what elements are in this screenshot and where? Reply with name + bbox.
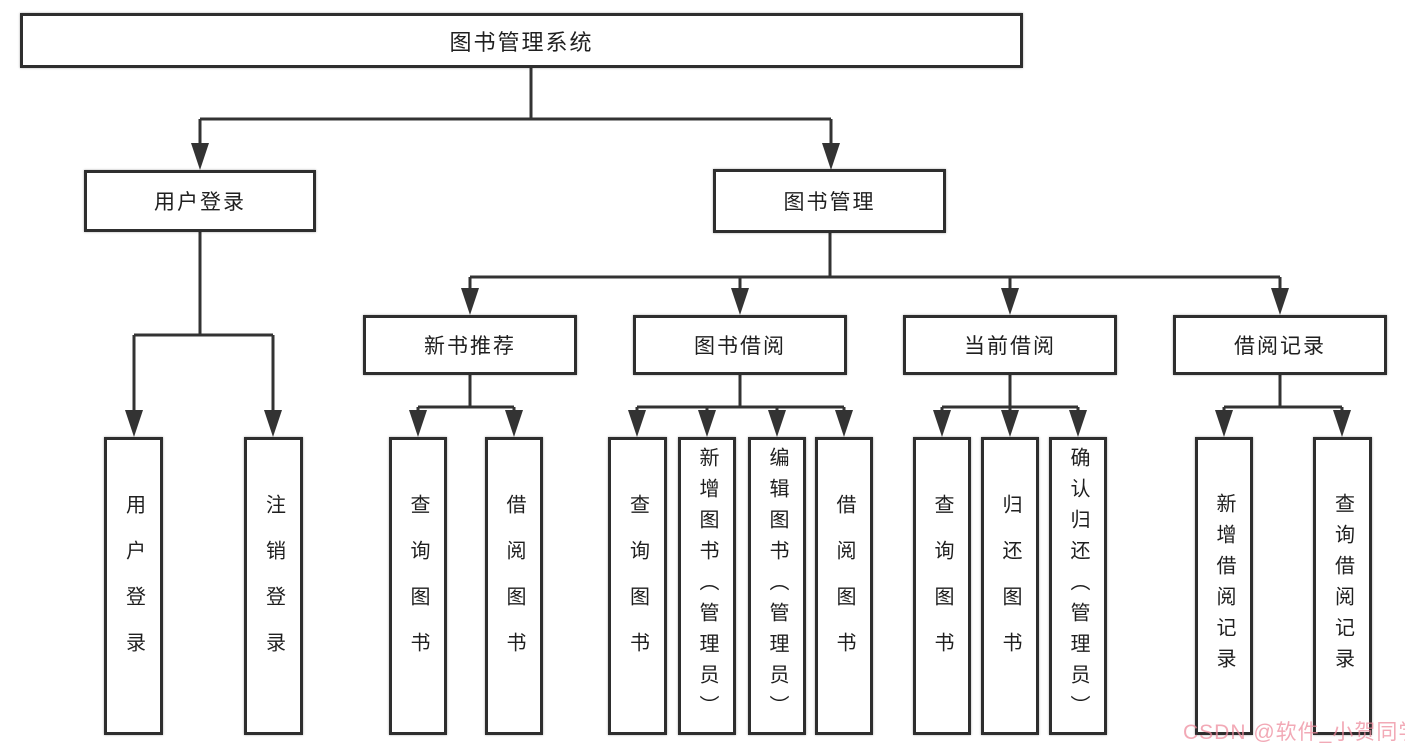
node-label: 图书借阅 bbox=[694, 335, 786, 358]
leaf-logout: 注销登录 bbox=[244, 437, 303, 735]
leaf-user-login: 用户登录 bbox=[104, 437, 163, 735]
leaf-add-book-admin: 新增图书（管理员） bbox=[678, 437, 736, 735]
leaf-borrow-books-recommend: 借阅图书 bbox=[485, 437, 543, 735]
leaf-label: 用户登录 bbox=[122, 494, 145, 678]
leaf-edit-book-admin: 编辑图书（管理员） bbox=[748, 437, 806, 735]
leaf-label: 编辑图书（管理员） bbox=[766, 446, 788, 726]
node-book-borrowing: 图书借阅 bbox=[633, 315, 847, 375]
leaf-label: 借阅图书 bbox=[503, 494, 525, 678]
leaf-label: 新增图书（管理员） bbox=[696, 446, 718, 726]
leaf-query-books-recommend: 查询图书 bbox=[389, 437, 447, 735]
node-library-management-system: 图书管理系统 bbox=[20, 13, 1023, 68]
node-label: 当前借阅 bbox=[964, 335, 1056, 358]
node-label: 借阅记录 bbox=[1234, 335, 1326, 358]
leaf-label: 借阅图书 bbox=[833, 494, 855, 678]
leaf-confirm-return-admin: 确认归还（管理员） bbox=[1049, 437, 1107, 735]
node-label: 新书推荐 bbox=[424, 335, 516, 358]
leaf-label: 查询图书 bbox=[931, 494, 953, 678]
leaf-label: 注销登录 bbox=[262, 494, 285, 678]
leaf-return-books: 归还图书 bbox=[981, 437, 1039, 735]
leaf-label: 确认归还（管理员） bbox=[1067, 446, 1089, 726]
leaf-label: 查询借阅记录 bbox=[1331, 493, 1354, 679]
leaf-label: 新增借阅记录 bbox=[1213, 493, 1235, 679]
leaf-label: 查询图书 bbox=[626, 494, 649, 678]
node-user-login: 用户登录 bbox=[84, 170, 316, 232]
leaf-query-books-current: 查询图书 bbox=[913, 437, 971, 735]
leaf-query-books-borrow: 查询图书 bbox=[608, 437, 667, 735]
node-label: 图书管理系统 bbox=[449, 29, 594, 55]
node-current-borrowing: 当前借阅 bbox=[903, 315, 1117, 375]
leaf-label: 归还图书 bbox=[999, 494, 1021, 678]
node-borrowing-records: 借阅记录 bbox=[1173, 315, 1387, 375]
leaf-label: 查询图书 bbox=[407, 494, 429, 678]
leaf-query-borrow-record: 查询借阅记录 bbox=[1313, 437, 1372, 735]
node-book-management: 图书管理 bbox=[713, 169, 946, 233]
node-label: 用户登录 bbox=[154, 191, 246, 214]
leaf-borrow-books-borrow: 借阅图书 bbox=[815, 437, 873, 735]
leaf-add-borrow-record: 新增借阅记录 bbox=[1195, 437, 1253, 735]
arrowheads bbox=[125, 143, 1351, 437]
csdn-watermark: CSDN @软件_小贺同学 bbox=[1183, 721, 1405, 744]
node-label: 图书管理 bbox=[783, 191, 876, 214]
node-new-book-recommendation: 新书推荐 bbox=[363, 315, 577, 375]
